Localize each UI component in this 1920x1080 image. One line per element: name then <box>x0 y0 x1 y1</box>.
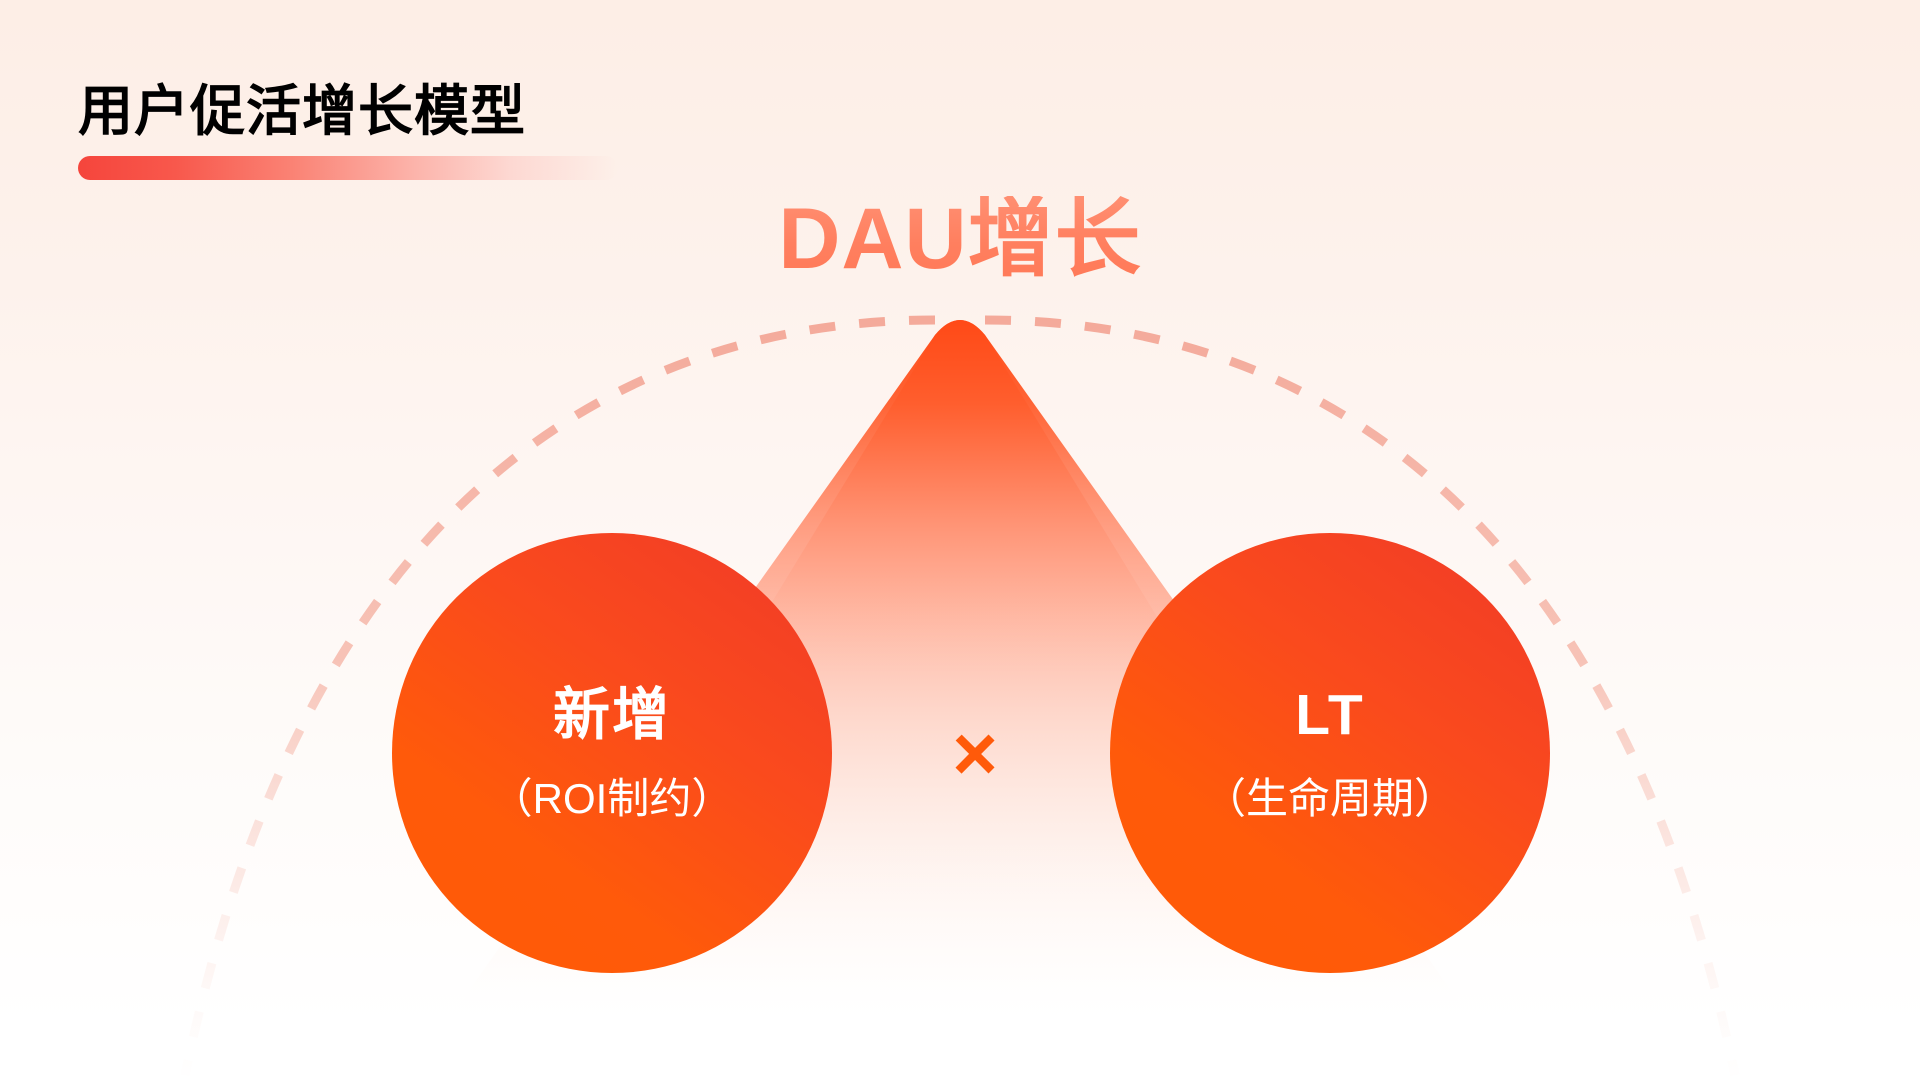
page-title: 用户促活增长模型 <box>78 80 527 142</box>
multiply-icon: × <box>952 709 998 797</box>
circle-new-users-sublabel: （ROI制约） <box>490 774 734 822</box>
circle-new-users[interactable]: 新增 （ROI制约） <box>392 533 832 973</box>
dau-growth-heading: DAU增长 <box>0 196 1920 282</box>
page-title-group: 用户促活增长模型 <box>78 80 618 184</box>
title-underline-bar <box>78 156 618 180</box>
circle-lifetime-sublabel: （生命周期） <box>1203 774 1456 822</box>
circle-new-users-label: 新增 <box>553 682 671 747</box>
circle-lifetime[interactable]: LT （生命周期） <box>1110 533 1550 973</box>
circle-lifetime-label: LT <box>1295 682 1365 747</box>
